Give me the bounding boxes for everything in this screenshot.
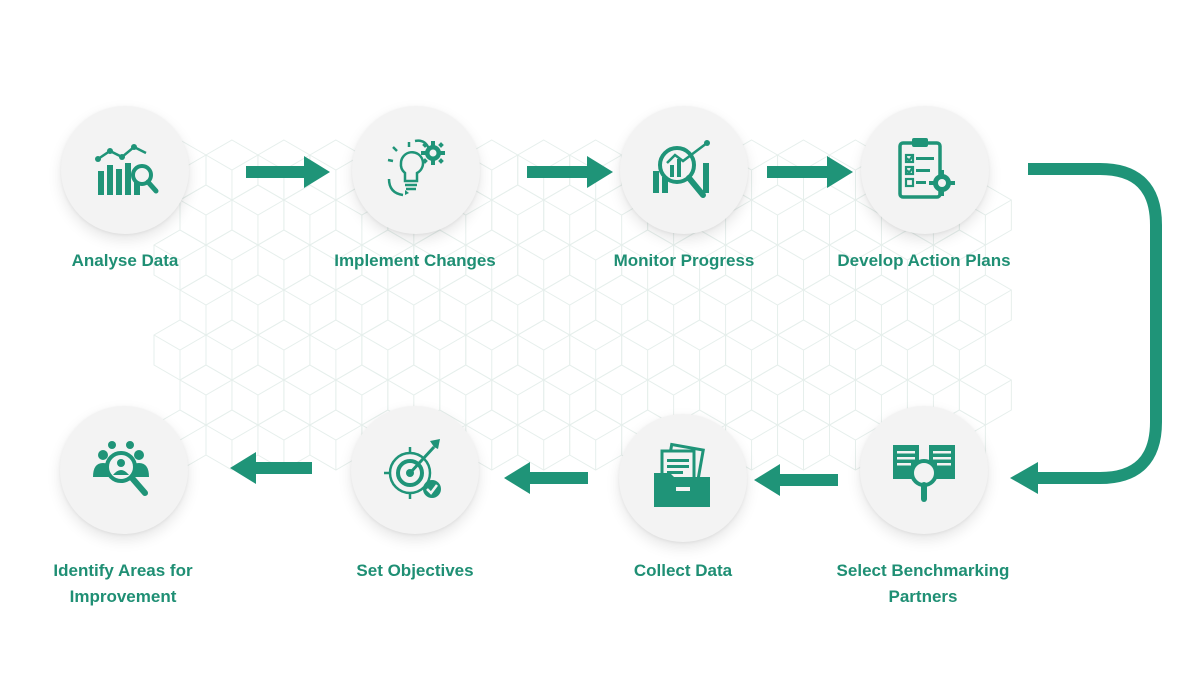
step-select-benchmarking-partners bbox=[860, 406, 988, 534]
step-implement-changes bbox=[352, 106, 480, 234]
lightbulb-gear-icon bbox=[387, 139, 445, 197]
arrow-monitor-to-develop bbox=[767, 156, 853, 188]
team-search-icon bbox=[93, 441, 149, 496]
label-implement-changes: Implement Changes bbox=[334, 251, 496, 270]
monitor-chart-icon bbox=[653, 140, 710, 198]
label-select-benchmarking-partners: Select Benchmarking Partners bbox=[836, 561, 1010, 606]
label-analyse-data: Analyse Data bbox=[71, 251, 179, 270]
arrow-implement-to-monitor bbox=[527, 156, 613, 188]
arrow-select-to-collect bbox=[754, 464, 838, 496]
label-collect-data: Collect Data bbox=[633, 561, 733, 580]
data-analysis-icon bbox=[95, 144, 159, 195]
folder-documents-icon bbox=[654, 442, 710, 507]
step-monitor-progress bbox=[620, 106, 748, 234]
label-monitor-progress: Monitor Progress bbox=[613, 251, 755, 270]
label-set-objectives: Set Objectives bbox=[356, 561, 474, 580]
arrow-set-to-identify bbox=[230, 452, 312, 484]
arrow-analyse-to-implement bbox=[246, 156, 330, 188]
document-search-icon bbox=[893, 445, 955, 502]
step-collect-data bbox=[619, 414, 747, 542]
step-identify-areas bbox=[60, 406, 188, 534]
arrow-develop-to-select bbox=[1010, 163, 1162, 494]
target-arrow-icon bbox=[384, 439, 441, 499]
step-analyse-data bbox=[61, 106, 189, 234]
step-develop-action-plans bbox=[861, 106, 989, 234]
arrow-collect-to-set bbox=[504, 462, 588, 494]
label-identify-areas: Identify Areas for Improvement bbox=[53, 561, 193, 606]
clipboard-checklist-icon bbox=[898, 138, 955, 199]
step-set-objectives bbox=[351, 406, 479, 534]
label-develop-action-plans: Develop Action Plans bbox=[837, 251, 1011, 270]
